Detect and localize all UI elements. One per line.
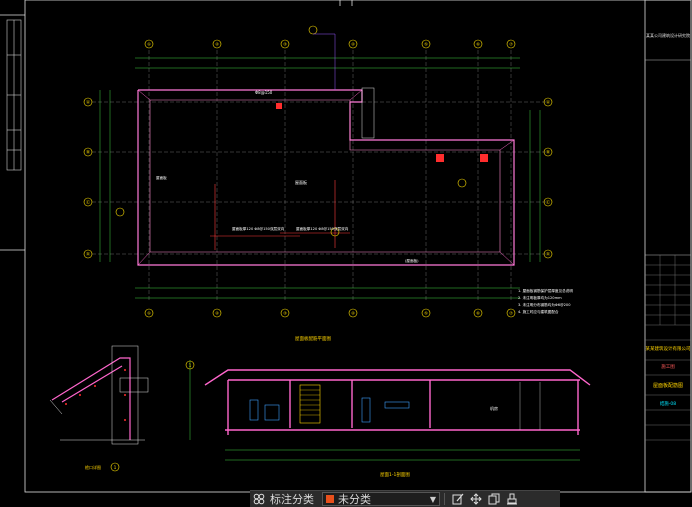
category-value: 未分类 (338, 493, 371, 506)
axis-label: Ⓐ (86, 99, 90, 105)
detail-label: 檐口详图 (85, 464, 101, 470)
section-marker: 1 (189, 363, 192, 368)
axis-bubble (473, 308, 483, 318)
plan-notes: 1. 屋面板钢筋保护层厚度见总说明 2. 未注明板厚均为120mm 3. 未注明… (518, 288, 573, 314)
axis-label: ⑥ (476, 311, 480, 316)
axis-bubble (506, 308, 516, 318)
section-title: 屋面1-1剖面图 (380, 471, 410, 478)
tb-sheet: 结施-08 (660, 400, 676, 407)
axis-label: ③ (283, 42, 287, 47)
axis-bubble (212, 308, 222, 318)
note-line-3: 3. 未注明分布钢筋均为Φ6@200 (518, 302, 571, 307)
axis-label: ④ (351, 42, 355, 47)
axis-bubble (543, 197, 553, 207)
axis-label: ② (215, 311, 219, 316)
toolbar-divider (444, 493, 445, 505)
tb-phase: 施工图 (661, 363, 675, 370)
annotation-category-label: 标注分类 (270, 493, 314, 506)
label-dim-left: 屋面板 (156, 175, 167, 180)
label-note-b: 屋面板厚120 Φ8@150双层双向 (296, 226, 349, 231)
title-block: 某某公司建筑设计研究院 某某建筑设计有限公司 施工图 屋面板配筋图 结施-08 (644, 0, 692, 493)
axis-bubble (280, 39, 290, 49)
axis-label: Ⓒ (86, 199, 90, 205)
category-icon[interactable] (250, 491, 268, 507)
axis-bubble (421, 308, 431, 318)
axis-bubble (506, 39, 516, 49)
axis-labels-side: Ⓐ Ⓐ Ⓑ Ⓑ Ⓒ Ⓒ Ⓓ Ⓓ (83, 97, 553, 259)
tb-project: 某某公司建筑设计研究院 (646, 32, 690, 38)
edit-icon[interactable] (449, 491, 467, 507)
axis-bubble (212, 39, 222, 49)
axis-bubble (83, 147, 93, 157)
sheet-frame (0, 0, 692, 493)
section-view: 机房 1 屋面1-1剖面图 (185, 360, 591, 478)
axis-label: Ⓒ (546, 199, 550, 205)
detail-id: 1 (114, 465, 117, 470)
axis-label: ④ (351, 311, 355, 316)
axis-bubble (348, 39, 358, 49)
tb-company: 某某建筑设计有限公司 (646, 345, 691, 352)
label-dim-bottom: (屋面板) (405, 258, 419, 263)
axis-label: Ⓑ (546, 149, 550, 155)
category-color-swatch (326, 495, 334, 503)
axis-label: ⑦ (509, 42, 513, 47)
label-note-a: 屋面板厚120 Φ8@150双层双向 (232, 226, 285, 231)
move-icon[interactable] (467, 491, 485, 507)
axis-label: ① (147, 311, 151, 316)
axis-label: ⑥ (476, 42, 480, 47)
axis-bubble (543, 147, 553, 157)
axis-bubble (83, 197, 93, 207)
axis-label: Ⓓ (546, 251, 550, 257)
axis-labels-top: ① ① ② ② ③ ③ ④ ④ ⑤ ⑤ ⑥ ⑥ ⑦ ⑦ (144, 39, 516, 318)
label-slab: 屋面板 (295, 179, 307, 185)
axis-bubble (348, 308, 358, 318)
note-line-1: 1. 屋面板钢筋保护层厚度见总说明 (518, 288, 573, 293)
axis-bubble (280, 308, 290, 318)
axis-label: Ⓓ (86, 251, 90, 257)
axis-label: Ⓑ (86, 149, 90, 155)
axis-label: ⑤ (424, 42, 428, 47)
axis-bubble (421, 39, 431, 49)
axis-label: Ⓐ (546, 99, 550, 105)
note-line-4: 4. 施工时应与建筑图配合 (518, 309, 559, 314)
axis-label: ② (215, 42, 219, 47)
note-line-2: 2. 未注明板厚均为120mm (518, 295, 562, 300)
stamp-icon[interactable] (503, 491, 521, 507)
chevron-down-icon: ▼ (429, 494, 436, 504)
axis-label: ③ (283, 311, 287, 316)
axis-bubble (144, 308, 154, 318)
annotation-toolbar: 标注分类 未分类 ▼ (250, 490, 560, 507)
axis-bubble (144, 39, 154, 49)
axis-label: ① (147, 42, 151, 47)
axis-bubble (83, 97, 93, 107)
plan-title: 屋面板配筋平面图 (295, 335, 331, 342)
tb-drawing-name: 屋面板配筋图 (653, 382, 683, 389)
copy-icon[interactable] (485, 491, 503, 507)
left-strip (6, 19, 22, 171)
label-top-rebar: Φ8@150 (255, 90, 273, 95)
axis-bubble (543, 249, 553, 259)
axis-bubble (83, 249, 93, 259)
axis-label: ⑤ (424, 311, 428, 316)
axis-bubble (543, 97, 553, 107)
room-label: 机房 (490, 405, 498, 411)
plan-view: Φ8@150 屋面板 屋面板厚120 Φ8@150双层双向 屋面板厚120 Φ8… (83, 25, 573, 342)
axis-label: ⑦ (509, 311, 513, 316)
category-select[interactable]: 未分类 ▼ (322, 492, 440, 506)
eave-detail: 1 檐口详图 (49, 345, 149, 472)
axis-bubble (473, 39, 483, 49)
